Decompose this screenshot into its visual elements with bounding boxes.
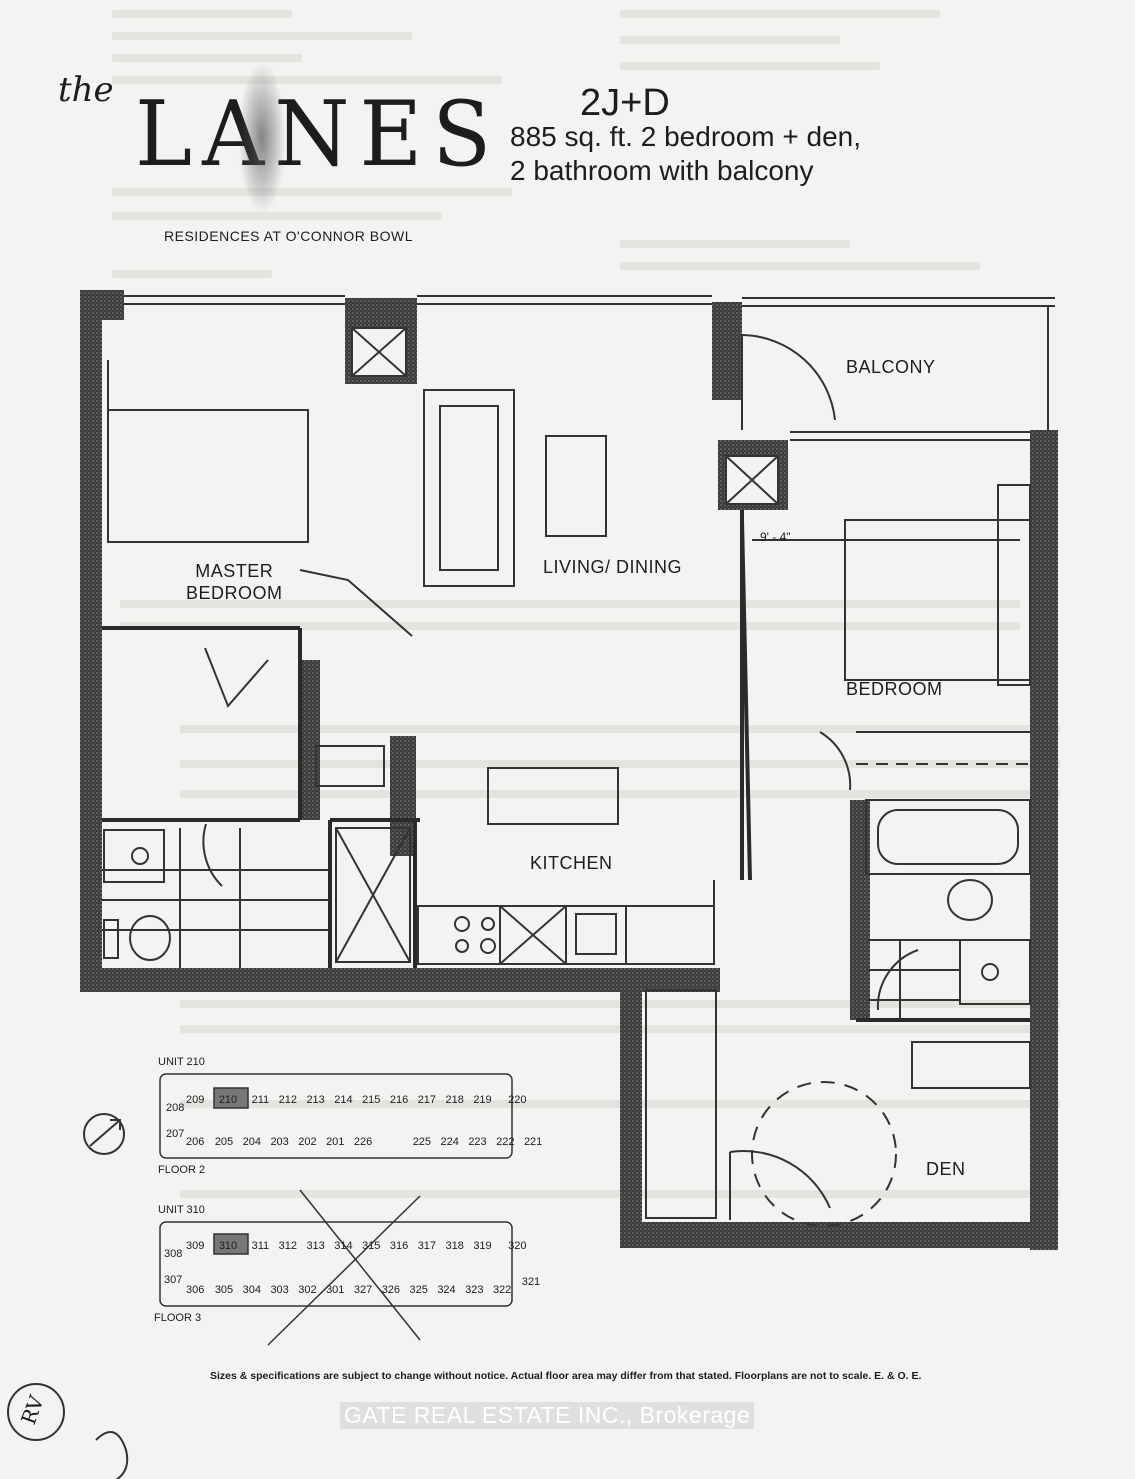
room-label-balcony: BALCONY xyxy=(846,357,936,377)
unit-number: 216 xyxy=(389,1094,409,1106)
key-plan-floor-label: FLOOR 3 xyxy=(154,1312,202,1324)
unit-number: 209 xyxy=(186,1094,205,1106)
unit-number: 313 xyxy=(306,1240,325,1252)
logo-name: LANES xyxy=(135,82,502,187)
unit-number: 201 xyxy=(326,1136,345,1148)
key-plan-floor-label: FLOOR 2 xyxy=(158,1164,206,1176)
unit-number: 205 xyxy=(214,1136,234,1148)
key-plan-floor3-outline xyxy=(159,1189,513,1346)
unit-description-line2: 2 bathroom with balcony xyxy=(510,155,814,186)
bedroom-dimension: 9' - 4" xyxy=(760,530,791,544)
unit-number: 321 xyxy=(521,1276,541,1288)
unit-number: 225 xyxy=(412,1136,432,1148)
key-plan-floor2-outline xyxy=(159,1073,513,1159)
interior-walls xyxy=(102,510,1030,1022)
den-furniture xyxy=(645,989,1031,1227)
unit-number: 211 xyxy=(251,1094,270,1106)
unit-number: 226 xyxy=(353,1136,373,1148)
unit-number: 204 xyxy=(242,1136,261,1148)
unit-number: 309 xyxy=(186,1240,205,1252)
unit-number: 221 xyxy=(523,1136,543,1148)
unit-number: 312 xyxy=(278,1240,297,1252)
unit-number: 305 xyxy=(214,1284,234,1296)
unit-number: 213 xyxy=(306,1094,325,1106)
unit-number: 217 xyxy=(417,1094,437,1106)
logo-subtitle: RESIDENCES AT O'CONNOR BOWL xyxy=(164,228,414,244)
unit-number: 208 xyxy=(166,1102,185,1114)
unit-number: 315 xyxy=(362,1240,381,1252)
key-plan-floor2-top-row: 209 210 211 212 213 214 215 216 217 218 … xyxy=(186,1090,526,1108)
unit-number: 224 xyxy=(440,1136,459,1148)
logo-prefix: the xyxy=(58,70,114,110)
unit-number: 301 xyxy=(326,1284,345,1296)
shaft-boxes xyxy=(351,327,779,505)
logo-leaf-mark xyxy=(238,62,286,214)
unit-number: 314 xyxy=(334,1240,353,1252)
unit-number: 303 xyxy=(270,1284,289,1296)
unit-number: 319 xyxy=(473,1240,492,1252)
unit-number: 223 xyxy=(468,1136,487,1148)
unit-number: 219 xyxy=(473,1094,492,1106)
unit-number: 206 xyxy=(186,1136,205,1148)
unit-number: 222 xyxy=(496,1136,515,1148)
room-label-master-line1: MASTER xyxy=(195,561,274,581)
bedroom-closet xyxy=(819,731,1030,791)
unit-number: 324 xyxy=(437,1284,456,1296)
unit-code: 2J+D xyxy=(580,82,670,124)
north-arrow-icon xyxy=(83,1113,125,1155)
brokerage-watermark: GATE REAL ESTATE INC., Brokerage xyxy=(340,1402,755,1429)
key-plan-floor3-bottom-row: 306 305 304 303 302 301 327 326 325 324 … xyxy=(186,1276,540,1298)
master-ensuite-fixtures xyxy=(102,745,411,968)
unit-number: 327 xyxy=(353,1284,373,1296)
unit-number: 325 xyxy=(409,1284,428,1296)
unit-number: 207 xyxy=(166,1128,185,1140)
balcony-door xyxy=(741,334,836,430)
room-label-master-bedroom: MASTER BEDROOM xyxy=(186,560,283,604)
master-bed xyxy=(107,409,309,543)
unit-number: 306 xyxy=(186,1284,205,1296)
unit-number: 310 xyxy=(218,1240,238,1252)
room-label-master-line2: BEDROOM xyxy=(186,583,283,603)
bedroom-bed xyxy=(752,484,1031,686)
key-plan-unit-label: UNIT 210 xyxy=(158,1056,205,1068)
unit-number: 311 xyxy=(251,1240,270,1252)
unit-number: 304 xyxy=(242,1284,261,1296)
unit-number: 326 xyxy=(381,1284,401,1296)
unit-number: 215 xyxy=(362,1094,381,1106)
key-plan-floor3-top-row: 309 310 311 312 313 314 315 316 317 318 … xyxy=(186,1236,526,1254)
unit-number: 302 xyxy=(298,1284,317,1296)
unit-description-line1: 885 sq. ft. 2 bedroom + den, xyxy=(510,121,862,152)
room-label-kitchen: KITCHEN xyxy=(530,853,613,873)
room-label-den: DEN xyxy=(926,1159,966,1179)
handwritten-initials xyxy=(7,1383,129,1479)
unit-description: 885 sq. ft. 2 bedroom + den, 2 bathroom … xyxy=(510,120,861,188)
unit-number: 203 xyxy=(270,1136,289,1148)
unit-number: 320 xyxy=(508,1240,527,1252)
kitchen-counter xyxy=(417,880,715,965)
unit-number: 307 xyxy=(164,1274,183,1286)
unit-number: 202 xyxy=(298,1136,317,1148)
window-lines xyxy=(124,295,1055,441)
second-bath-fixtures xyxy=(868,879,1031,1020)
key-plan-floor2-bottom-row: 206 205 204 203 202 201 226 225 224 223 … xyxy=(186,1132,542,1150)
room-label-bedroom: BEDROOM xyxy=(846,679,943,699)
bathtub xyxy=(865,799,1031,875)
unit-number: 212 xyxy=(278,1094,297,1106)
unit-number: 218 xyxy=(445,1094,464,1106)
living-furniture xyxy=(423,389,619,825)
room-label-living-dining: LIVING/ DINING xyxy=(543,557,683,577)
unit-number: 317 xyxy=(417,1240,437,1252)
unit-number: 308 xyxy=(164,1248,183,1260)
key-plan-unit-label: UNIT 310 xyxy=(158,1204,205,1216)
disclaimer-text: Sizes & specifications are subject to ch… xyxy=(210,1370,922,1382)
unit-number: 323 xyxy=(465,1284,484,1296)
unit-number: 210 xyxy=(218,1094,238,1106)
unit-number: 316 xyxy=(389,1240,409,1252)
unit-number: 214 xyxy=(334,1094,353,1106)
unit-number: 322 xyxy=(492,1284,512,1296)
unit-number: 220 xyxy=(508,1094,527,1106)
unit-number: 318 xyxy=(445,1240,464,1252)
